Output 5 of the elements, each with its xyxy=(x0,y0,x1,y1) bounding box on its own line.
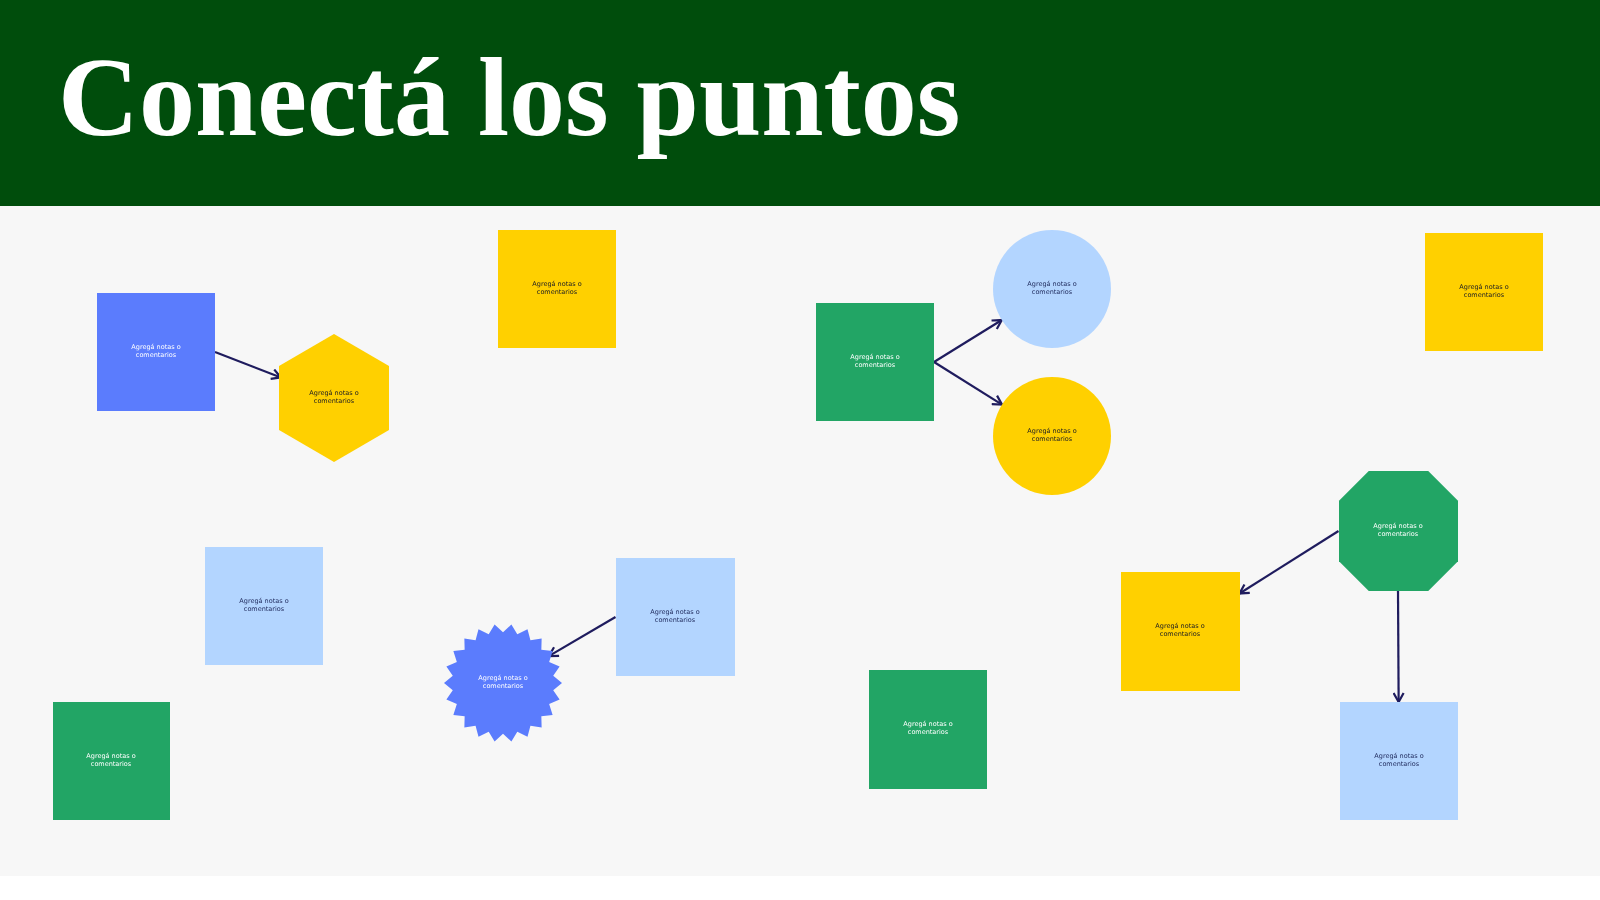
arrow xyxy=(933,361,1004,406)
arrow xyxy=(933,318,1003,363)
title: Conectá los puntos xyxy=(58,34,961,161)
arrow xyxy=(1392,591,1405,704)
arrow xyxy=(1238,530,1340,595)
